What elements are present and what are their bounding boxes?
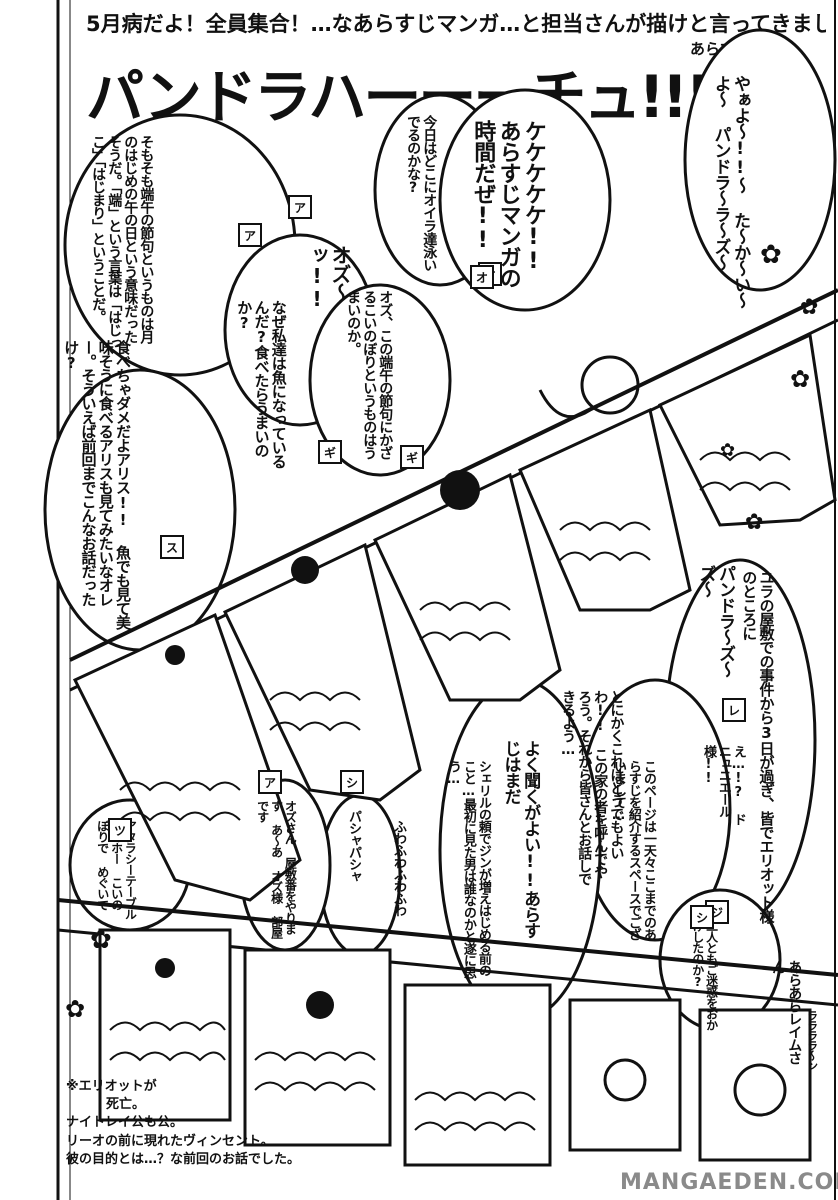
koi-eye-3 — [440, 470, 480, 510]
speaker-marker: シ — [340, 770, 364, 794]
bubble-text-explain: そもそも端午の節句というものは月のはじめの午の日という意味だったそうだ。「端」と… — [90, 135, 155, 349]
footnote-line: ナイトレイ公も公。 — [66, 1115, 184, 1131]
koi-eye-2 — [291, 556, 319, 584]
speaker-marker: ツ — [108, 818, 132, 842]
flower-icon: ✿ — [800, 295, 819, 320]
bubble-text-kakaka: ケケケケケ!! あらすじマンガの時間だぜ!! — [470, 120, 546, 288]
speaker-marker: ア — [288, 195, 312, 219]
footnote-line: リーオの前に現れたヴィンセント。 — [66, 1133, 274, 1149]
koi-5 — [657, 332, 837, 527]
bubble-kakaka — [438, 88, 612, 312]
flower-icon: ✿ — [65, 995, 86, 1023]
koi-lower-3 — [403, 983, 552, 1167]
koi-4 — [518, 407, 692, 612]
bubble-text-fuwa: ふわふわふわふわ — [390, 820, 406, 916]
speaker-marker: シ — [690, 905, 714, 929]
bubble-text-reim: あらあらレイムさん — [770, 960, 803, 1064]
koi-eye-1 — [165, 645, 185, 665]
koi-lower-2 — [243, 948, 392, 1147]
footnote-line: ※エリオットが — [66, 1079, 157, 1094]
bubble-text-ezu: え…!? ドニュニエール様!! — [700, 745, 746, 825]
koi-lower-4 — [568, 998, 682, 1152]
flower-icon: ✿ — [760, 240, 782, 270]
bubble-text-why-fish: なぜ私達は魚になっているんだ?食べたらうまいのか? — [235, 300, 288, 468]
speaker-marker: ア — [258, 770, 282, 794]
bubble-text-ozusan: オズさん 屋敷番をやります あ〜あ オズ様 部屋です — [255, 800, 298, 938]
koi-3 — [373, 472, 562, 702]
koi-2 — [223, 542, 422, 802]
speaker-marker: ギ — [400, 445, 424, 469]
header-line-1: 5月病だよ！全員集合！…なあらすじマンガ…と担当さんが描けと言ってきました…な — [86, 12, 826, 36]
bubble-text-bottom-right: ララララ〜ン — [805, 1010, 819, 1070]
bubble-top-right — [683, 28, 837, 292]
bubble-text-top-right: やぁよ〜!!〜 た〜か〜い〜よ〜 パンドラ〜ラ〜ズ〜 — [710, 75, 751, 308]
koi-1 — [72, 612, 302, 902]
watermark: MANGAEDEN.COM — [620, 1170, 838, 1195]
speaker-marker: ギ — [318, 440, 342, 464]
bubble-text-pashi: パシャパシャ — [345, 810, 361, 882]
flower-icon: ✿ — [745, 510, 764, 535]
bubble-text-ozu: オズ〜ッ!! — [305, 245, 352, 310]
bubble-text-recap: このページは一天々ここまでのあらすじを紹介するスペースでございまして… — [610, 760, 656, 940]
koi-eye-4 — [580, 355, 640, 415]
bubble-text-ozu-q: オズ、この端午の節句にかざるこいのぼりというものはうまいのか。 — [345, 290, 394, 459]
flower-icon: ✿ — [790, 365, 811, 393]
bubble-text-eliot-right: ユラの屋敷での事件から3日が過ぎ、皆でエリオット様のところに — [740, 570, 776, 923]
bubble-text-tokonomu: とにかくこれはどうでもよいわ!! この家の者を呼んでやろう。それから皆さんとお話… — [560, 690, 625, 885]
speaker-marker: オ — [470, 265, 494, 289]
bubble-ozu-q — [308, 283, 452, 477]
flower-icon: ✿ — [90, 925, 112, 955]
footnote: ※エリオットが 死亡。 ナイトレイ公も公。 リーオの前に現れたヴィンセント。 彼… — [66, 1078, 396, 1169]
bubble-text-pandora-dazu: パンドラ〜ズ〜ズ〜 — [695, 565, 736, 677]
flower-icon: ✿ — [720, 440, 736, 461]
bubble-text-eat-fish: 食べちゃダメだよアリス!! 魚でも見て美味そうに食べるアリスも見てみたいなオレー… — [62, 340, 132, 629]
koi-crescent — [538, 389, 591, 419]
bubble-text-sub-top: 今日はどこにオイラ達泳いでるのかな? — [405, 115, 438, 271]
speaker-marker: ア — [238, 223, 262, 247]
footnote-line: 彼の目的とは…？な前回のお話でした。 — [66, 1151, 301, 1167]
speaker-marker: ス — [160, 535, 184, 559]
speaker-marker: レ — [722, 698, 746, 722]
bubble-text-gesture: 二人ともご迷惑をおかけしたのか? — [690, 920, 719, 1030]
bubble-text-akira: アタラシーテーブルスマホー こいのぼりで めぐいで — [95, 820, 138, 919]
bubble-text-shelly: シェリルの頼でジンが増えはじめる前のこと…最初に見た男は誰なのかと遂に思う… — [445, 760, 491, 978]
bubble-text-yoku: よく聞くがよい!!あらすじはまだ — [500, 740, 541, 938]
footnote-line: 死亡。 — [106, 1097, 146, 1113]
koi-lower-5 — [698, 1008, 812, 1162]
